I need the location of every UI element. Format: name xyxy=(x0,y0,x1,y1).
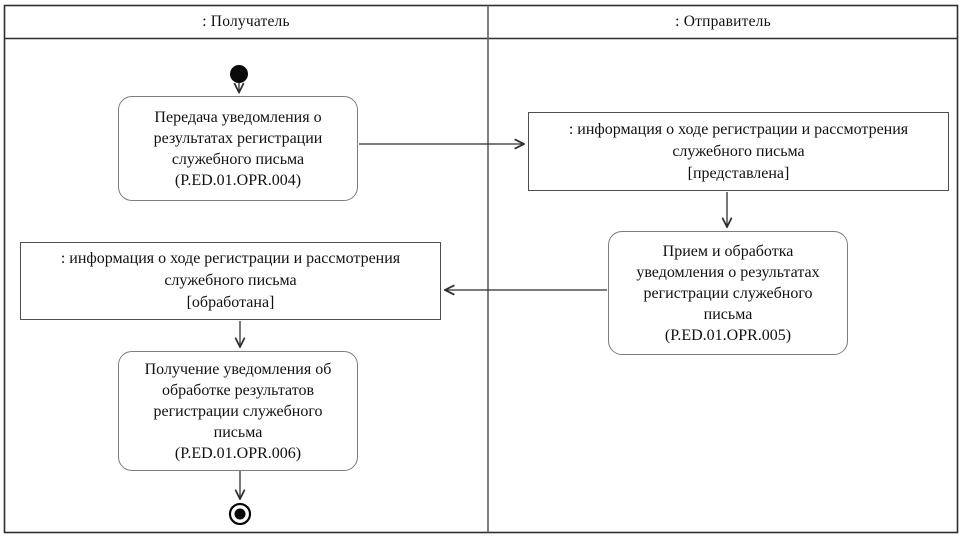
activity-receive-process-notification: Прием и обработка уведомления о результа… xyxy=(608,231,848,355)
lane-header-receiver: : Получатель xyxy=(202,12,290,30)
activity-transfer-notification: Передача уведомления о результатах регис… xyxy=(118,96,358,201)
lane-header-sender: : Отправитель xyxy=(675,12,771,30)
object-registration-info-presented: : информация о ходе регистрации и рассмо… xyxy=(528,112,949,191)
initial-node-icon xyxy=(230,65,248,83)
activity-obtain-processing-notification: Получение уведомления об обработке резул… xyxy=(118,351,358,471)
diagram-frame xyxy=(3,4,959,534)
final-node-core-icon xyxy=(234,508,246,520)
object-registration-info-processed: : информация о ходе регистрации и рассмо… xyxy=(20,242,441,320)
